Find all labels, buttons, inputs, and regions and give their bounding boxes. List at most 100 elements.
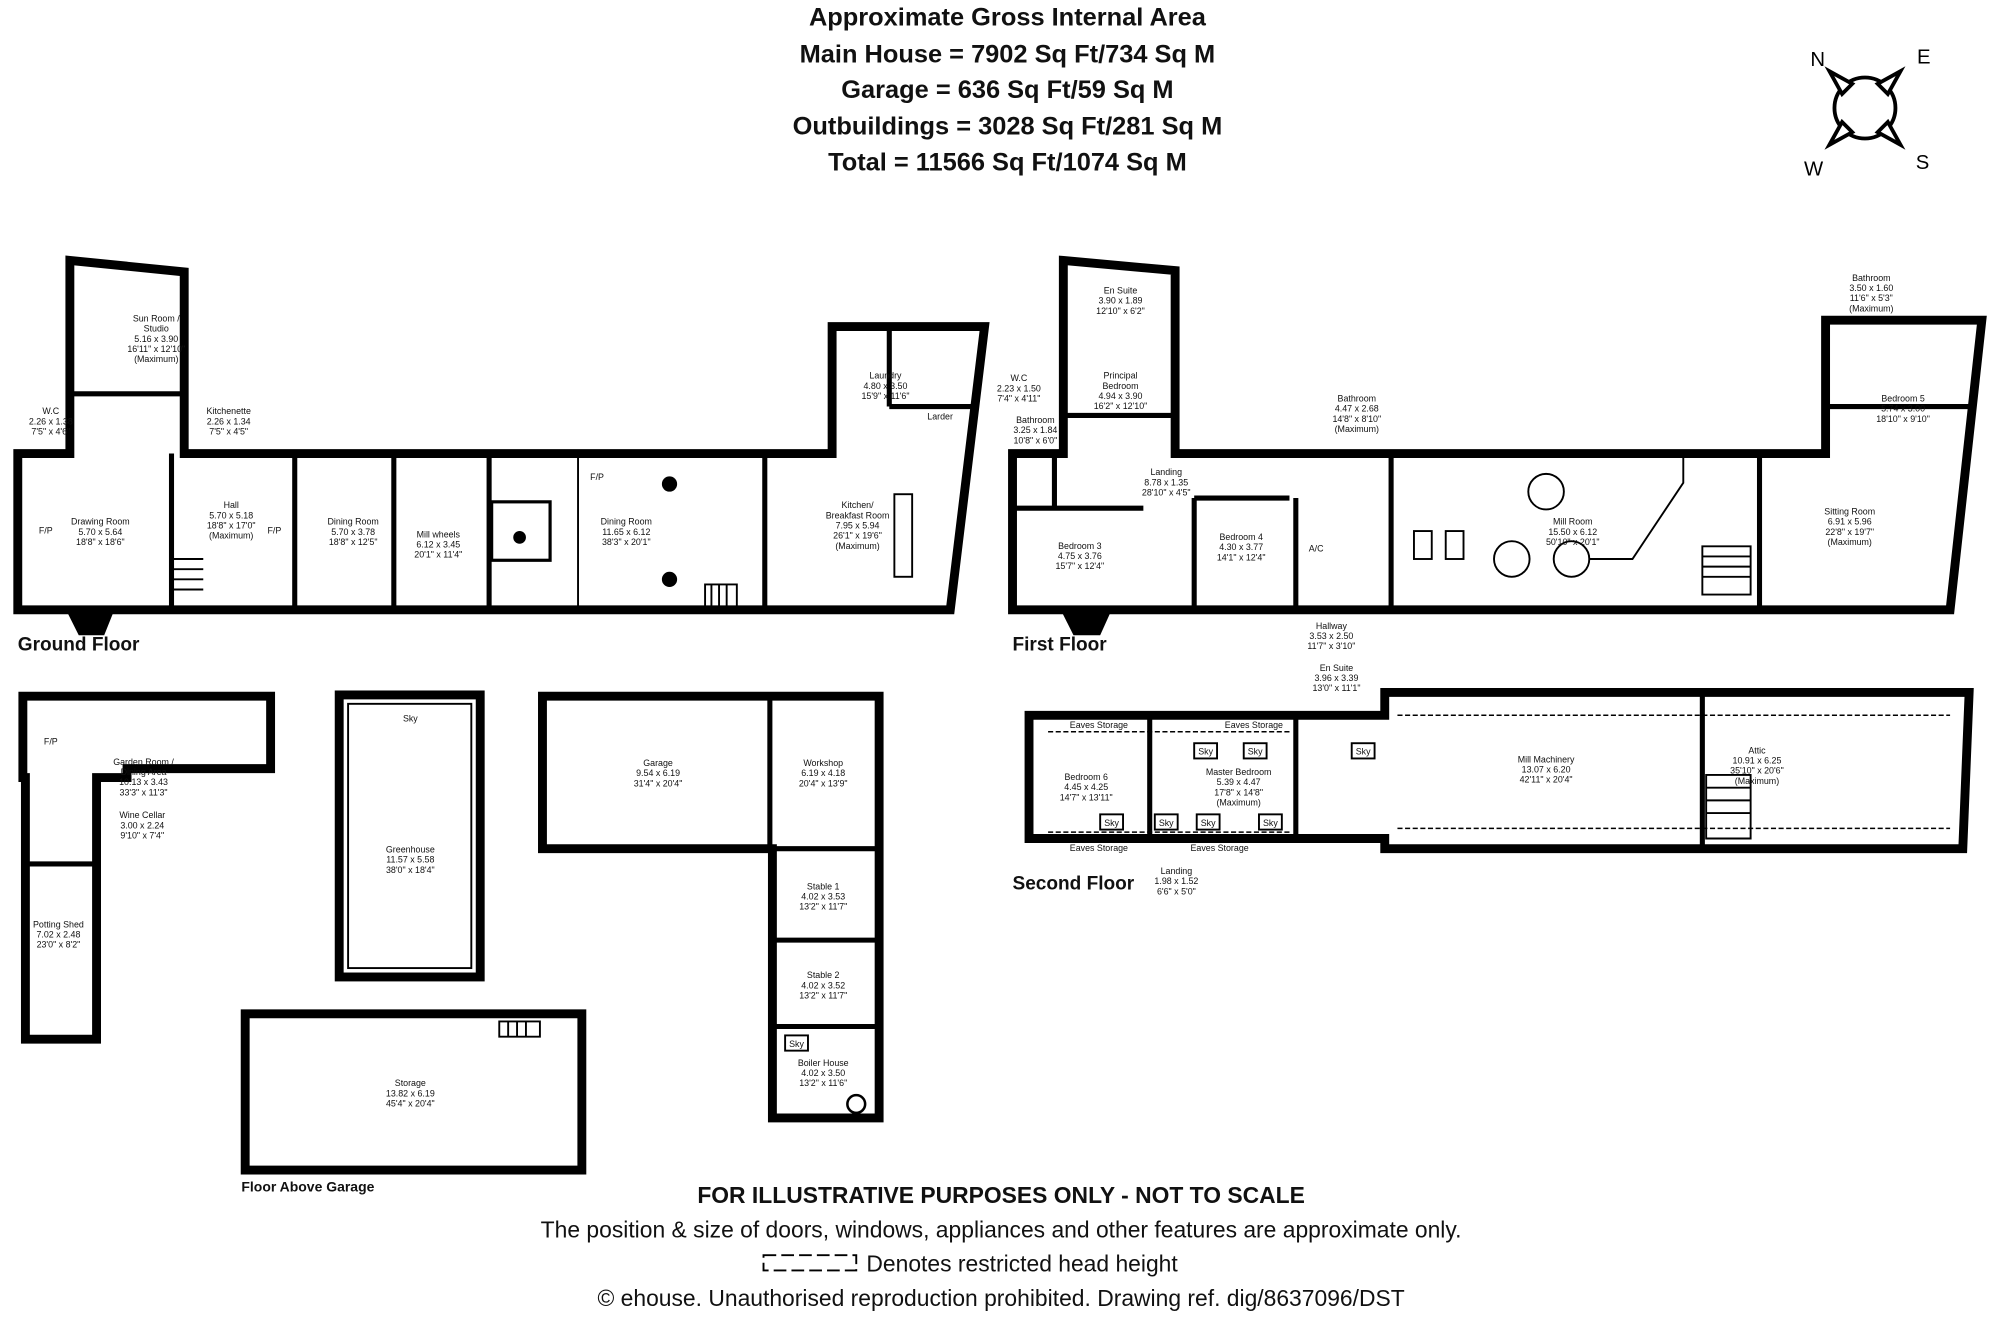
room-dimension: (Maximum) [209, 531, 253, 541]
skylight-label: Sky [1263, 818, 1278, 828]
room-name: Kitchen/ [841, 500, 874, 510]
room-name: Laundry [869, 371, 902, 381]
room-label: Larder [927, 411, 953, 421]
room-name: Garage [643, 758, 673, 768]
room-name: Workshop [803, 758, 843, 768]
room-dimension: 3.53 x 2.50 [1309, 631, 1353, 641]
room-dimension: 4.30 x 3.77 [1219, 542, 1263, 552]
room-dimension: 14'1" x 12'4" [1217, 552, 1266, 562]
room-dimension: 4.75 x 3.76 [1058, 551, 1102, 561]
room-dimension: 15.50 x 6.12 [1548, 527, 1597, 537]
room-dimension: 7'4" x 4'11" [997, 393, 1040, 403]
room-name: Wine Cellar [119, 810, 165, 820]
room-dimension: 5.74 x 3.00 [1881, 404, 1925, 414]
room-dimension: 7'5" x 4'5" [209, 427, 248, 437]
room-name: Bedroom 5 [1881, 393, 1924, 403]
fireplace-label: F/P [268, 526, 282, 536]
room-dimension: 15'7" x 12'4" [1056, 561, 1105, 571]
area-outbuildings: Outbuildings = 3028 Sq Ft/281 Sq M [793, 113, 1223, 141]
room-name: Bedroom 3 [1058, 541, 1101, 551]
room-dimension: 6.12 x 3.45 [416, 540, 460, 550]
restricted-height-legend-icon [762, 1254, 858, 1272]
fireplace-label: F/P [39, 526, 53, 536]
room-dimension: 45'4" x 20'4" [386, 1099, 435, 1109]
room-name: Hallway [1316, 621, 1348, 631]
room-name: Principal [1103, 371, 1137, 381]
room-dimension: 3.50 x 1.60 [1849, 283, 1893, 293]
room-dimension: Bedroom [1102, 381, 1138, 391]
room-dimension: 3.96 x 3.39 [1315, 673, 1359, 683]
compass-w: W [1804, 158, 1824, 180]
room-dimension: 11.57 x 5.58 [386, 855, 434, 865]
room-dimension: 11'6" x 5'3" [1850, 293, 1893, 303]
room-name: W.C [1010, 373, 1027, 383]
room-dimension: (Maximum) [1335, 424, 1379, 434]
room-name: Drawing Room [71, 517, 130, 527]
room-dimension: 15'9" x 11'6" [861, 391, 909, 401]
room-name: Eaves Storage [1070, 843, 1128, 853]
room-dimension: 16'2" x 12'10" [1094, 401, 1148, 411]
room-dimension: 2.26 x 1.34 [207, 416, 251, 426]
room-name: Garden Room / [113, 757, 174, 767]
floor-above-garage-label: Floor Above Garage [241, 1179, 374, 1195]
room-dimension: 16'11" x 12'10" [127, 344, 185, 354]
room-dimension: 6'6" x 5'0" [1157, 886, 1196, 896]
room-dimension: 6.19 x 4.18 [801, 768, 845, 778]
room-dimension: 18'8" x 18'6" [76, 537, 125, 547]
room-name: A/C [1309, 543, 1324, 553]
copyright: © ehouse. Unauthorised reproduction proh… [597, 1285, 1404, 1311]
room-dimension: 5.70 x 5.64 [78, 527, 122, 537]
room-dimension: 4.02 x 3.52 [801, 980, 845, 990]
compass-icon: N E W S [1804, 47, 1931, 181]
skylight-icon [1242, 742, 1268, 760]
room-name: Greenhouse [386, 844, 435, 854]
room-dimension: 26'1" x 19'6" [833, 531, 882, 541]
skylight-icon [1258, 813, 1283, 831]
room-name: Kitchenette [206, 406, 250, 416]
room-dimension: 35'10" x 20'6" [1730, 766, 1784, 776]
room-dimension: (Maximum) [1735, 776, 1779, 786]
room-name: Mill wheels [417, 529, 461, 539]
room-label: Eaves Storage [1190, 843, 1248, 853]
room-dimension: 10.13 x 3.43 [119, 777, 168, 787]
room-dimension: 4.02 x 3.50 [801, 1068, 845, 1078]
ground-floor-label: Ground Floor [18, 634, 140, 655]
room-dimension: 3.90 x 1.89 [1099, 296, 1143, 306]
room-dimension: (Maximum) [1216, 797, 1260, 807]
room-dimension: 31'4" x 20'4" [634, 778, 683, 788]
room-dimension: 7.02 x 2.48 [36, 930, 80, 940]
room-dimension: 2.26 x 1.38 [29, 416, 73, 426]
room-dimension: 11.65 x 6.12 [602, 527, 650, 537]
skylight-label: Sky [1201, 818, 1216, 828]
room-dimension: 20'4" x 13'9" [799, 778, 848, 788]
room-dimension: 42'11" x 20'4" [1520, 775, 1573, 785]
room-label: Eaves Storage [1225, 720, 1283, 730]
skylight-label: Sky [1104, 818, 1119, 828]
outbuildings-plan [18, 690, 884, 1175]
room-name: Bathroom [1852, 273, 1890, 283]
room-name: Hall [224, 500, 239, 510]
area-garage: Garage = 636 Sq Ft/59 Sq M [841, 76, 1173, 104]
room-dimension: 13'2" x 11'7" [799, 902, 847, 912]
room-dimension: 6.91 x 5.96 [1828, 517, 1872, 527]
room-name: Bathroom [1338, 393, 1376, 403]
room-dimension: Breakfast Room [826, 510, 890, 520]
room-dimension: 5.70 x 3.78 [331, 527, 375, 537]
room-name: Stable 2 [807, 970, 840, 980]
